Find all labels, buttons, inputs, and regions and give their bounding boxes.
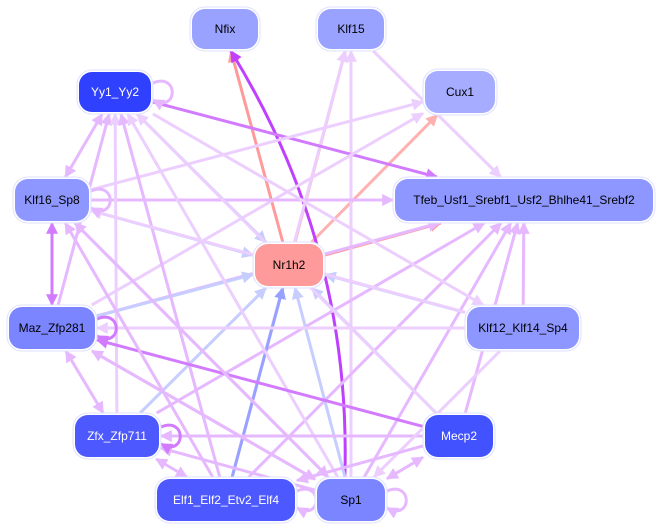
node-box	[157, 479, 295, 521]
node-box	[79, 72, 151, 112]
edge-Elf-to-Elf	[294, 487, 318, 519]
edge-Klf16_Sp8-to-Klf16_Sp8	[88, 187, 112, 219]
node-elf[interactable]: Elf1_Elf2_Etv2_Elf4	[154, 476, 298, 524]
node-label: Klf15	[337, 22, 365, 36]
node-tfeb[interactable]: Tfeb_Usf1_Srebf1_Usf2_Bhlhe41_Srebf2	[392, 176, 656, 224]
node-label: Maz_Zfp281	[19, 321, 86, 335]
node-box	[395, 179, 653, 221]
node-klf15[interactable]: Klf15	[315, 6, 387, 52]
node-maz_zfp281[interactable]: Maz_Zfp281	[6, 304, 98, 352]
edge-Maz_Zfp281-to-Cux1	[91, 112, 425, 307]
node-box	[15, 179, 89, 221]
node-box	[425, 71, 495, 113]
edge-Klf16_Sp8-to-Yy1_Yy2	[64, 112, 104, 179]
node-label: Cux1	[446, 85, 474, 99]
node-klf12[interactable]: Klf12_Klf14_Sp4	[464, 304, 582, 352]
node-klf16_sp8[interactable]: Klf16_Sp8	[12, 176, 92, 224]
edge-Zfx_Zfp711-to-Tfeb	[155, 221, 486, 415]
node-box	[75, 415, 159, 457]
node-label: Klf16_Sp8	[24, 193, 80, 207]
edge-Sp1-to-Mecp2	[385, 456, 425, 480]
edge-Maz_Zfp281-to-Nr1h2	[96, 271, 255, 318]
edge-Yy1_Yy2-to-Klf12	[152, 112, 485, 307]
node-label: Sp1	[340, 493, 362, 507]
node-box	[192, 9, 258, 49]
node-label: Elf1_Elf2_Etv2_Elf4	[173, 493, 279, 507]
node-box	[317, 479, 385, 521]
edge-Yy1_Yy2-to-Yy1_Yy2	[150, 79, 174, 111]
edge-Zfx_Zfp711-to-Zfx_Zfp711	[158, 423, 182, 455]
edge-Sp1-to-Sp1	[384, 487, 408, 519]
node-box	[255, 244, 323, 286]
node-box	[9, 307, 95, 349]
node-box	[425, 415, 493, 457]
node-cux1[interactable]: Cux1	[422, 68, 498, 116]
node-box	[318, 9, 384, 49]
node-sp1[interactable]: Sp1	[314, 476, 388, 524]
node-label: Mecp2	[441, 429, 477, 443]
edge-Nr1h2-to-Cux1	[310, 113, 439, 244]
node-mecp2[interactable]: Mecp2	[422, 412, 496, 460]
edge-Klf16_Sp8-to-Sp1	[73, 221, 330, 479]
edge-Maz_Zfp281-to-Sp1	[91, 349, 317, 481]
edge-Mecp2-to-Elf	[295, 444, 424, 484]
node-zfx_zfp711[interactable]: Zfx_Zfp711	[72, 412, 162, 460]
node-label: Yy1_Yy2	[91, 85, 139, 99]
edge-Sp1-to-Nr1h2	[292, 286, 347, 478]
node-nr1h2[interactable]: Nr1h2	[252, 241, 326, 289]
node-label: Tfeb_Usf1_Srebf1_Usf2_Bhlhe41_Srebf2	[413, 193, 635, 207]
node-label: Klf12_Klf14_Sp4	[478, 321, 568, 335]
edge-Klf12-to-Tfeb	[517, 221, 530, 306]
edge-Mecp2-to-Maz_Zfp281	[95, 336, 424, 428]
edge-Maz_Zfp281-to-Maz_Zfp281	[94, 315, 118, 347]
edge-Yy1_Yy2-to-Tfeb	[152, 100, 439, 181]
node-label: Zfx_Zfp711	[87, 429, 147, 443]
node-yy1_yy2[interactable]: Yy1_Yy2	[76, 69, 154, 115]
edge-Zfx_Zfp711-to-Maz_Zfp281	[64, 349, 105, 415]
edge-Sp1-to-Yy1_Yy2	[126, 112, 339, 478]
node-box	[467, 307, 579, 349]
edge-Klf16_Sp8-to-Cux1	[90, 98, 425, 192]
node-label: Nr1h2	[273, 258, 306, 272]
node-label: Nfix	[215, 22, 236, 36]
edge-Zfx_Zfp711-to-Elf	[155, 457, 188, 479]
node-nfix[interactable]: Nfix	[189, 6, 261, 52]
